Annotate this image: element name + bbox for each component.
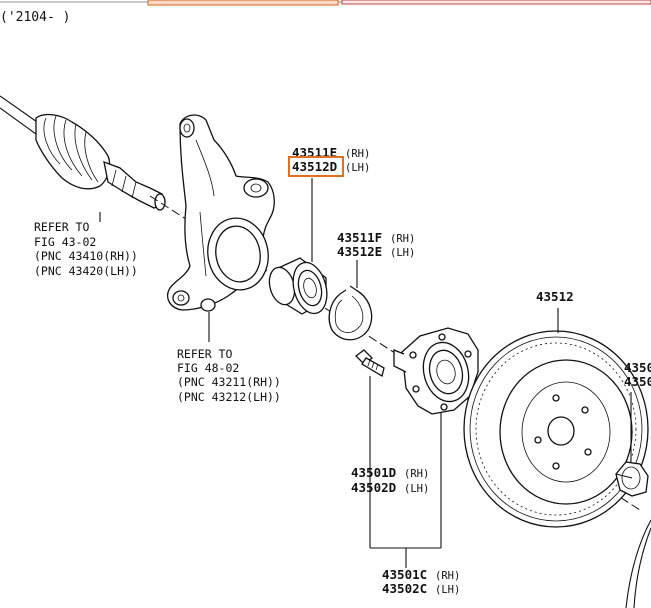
svg-text:43501D: 43501D bbox=[351, 465, 396, 480]
svg-text:(PNC 43420(LH)): (PNC 43420(LH)) bbox=[34, 264, 138, 278]
label-43501D: 43501D (RH) bbox=[351, 465, 429, 480]
svg-text:(LH): (LH) bbox=[345, 162, 370, 174]
svg-text:(LH): (LH) bbox=[404, 483, 429, 495]
label-43512D[interactable]: 43512D (LH) bbox=[288, 156, 370, 177]
svg-text:(PNC 43212(LH)): (PNC 43212(LH)) bbox=[177, 390, 281, 404]
svg-text:43501C: 43501C bbox=[382, 567, 427, 582]
label-43502C: 43502C (LH) bbox=[382, 581, 460, 596]
tab-inactive[interactable] bbox=[341, 0, 651, 5]
snap-ring bbox=[328, 285, 373, 341]
svg-text:(PNC 43410(RH)): (PNC 43410(RH)) bbox=[34, 249, 138, 263]
hub-bolt bbox=[355, 349, 385, 378]
svg-text:43502D: 43502D bbox=[351, 480, 396, 495]
tab-strip bbox=[0, 0, 651, 6]
svg-text:(RH): (RH) bbox=[435, 570, 460, 582]
label-43511F: 43511F (RH) bbox=[337, 230, 415, 245]
label-43512E: 43512E (LH) bbox=[337, 244, 415, 259]
hub-bearing bbox=[268, 257, 328, 315]
brake-disc bbox=[463, 330, 649, 528]
refer-note-drive-shaft: REFER TO FIG 43-02 (PNC 43410(RH)) (PNC … bbox=[34, 220, 138, 278]
svg-text:(RH): (RH) bbox=[345, 148, 370, 160]
tab-active[interactable] bbox=[147, 0, 339, 6]
svg-text:43511F: 43511F bbox=[337, 230, 382, 245]
svg-text:REFER TO: REFER TO bbox=[177, 347, 232, 361]
label-43512: 43512 bbox=[536, 289, 574, 304]
svg-text:FIG 43-02: FIG 43-02 bbox=[34, 235, 96, 249]
svg-text:(LH): (LH) bbox=[435, 584, 460, 596]
svg-text:(RH): (RH) bbox=[404, 468, 429, 480]
wheel-rim-edge bbox=[625, 519, 651, 608]
svg-text:(PNC 43211(RH)): (PNC 43211(RH)) bbox=[177, 375, 281, 389]
part-highlight-box bbox=[288, 156, 344, 177]
drive-shaft bbox=[0, 95, 166, 211]
label-4350-upper: 4350 bbox=[624, 360, 651, 375]
svg-text:43512D: 43512D bbox=[292, 159, 337, 174]
svg-text:(RH): (RH) bbox=[390, 233, 415, 245]
svg-text:43512E: 43512E bbox=[337, 244, 382, 259]
svg-text:FIG 48-02: FIG 48-02 bbox=[177, 361, 239, 375]
steering-knuckle bbox=[167, 114, 275, 312]
label-43502D: 43502D (LH) bbox=[351, 480, 429, 495]
svg-text:43502C: 43502C bbox=[382, 581, 427, 596]
svg-text:REFER TO: REFER TO bbox=[34, 220, 89, 234]
label-4350-lower: 4350 bbox=[624, 374, 651, 389]
svg-text:(LH): (LH) bbox=[390, 247, 415, 259]
refer-note-knuckle: REFER TO FIG 48-02 (PNC 43211(RH)) (PNC … bbox=[177, 347, 281, 404]
hub-nut bbox=[615, 461, 649, 497]
label-43501C: 43501C (RH) bbox=[382, 567, 460, 582]
axle-hub bbox=[393, 327, 479, 415]
model-year-range: ('2104- ) bbox=[0, 10, 70, 25]
